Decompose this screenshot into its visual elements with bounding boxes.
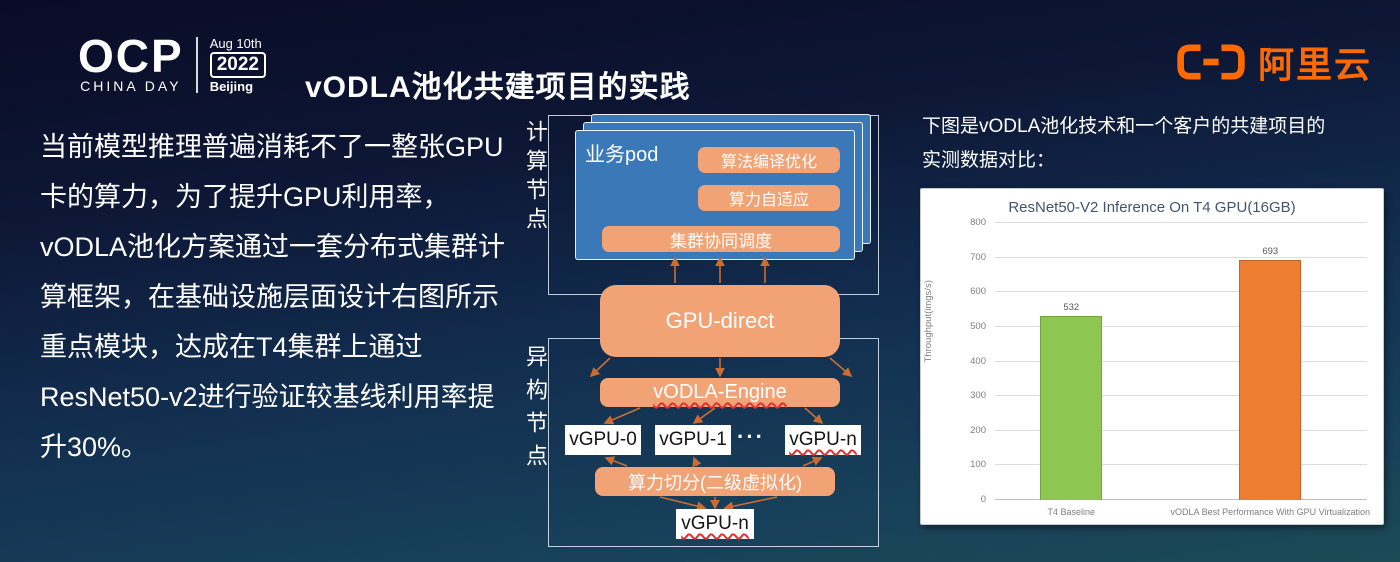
y-tick-label: 700 (970, 251, 986, 263)
x-axis-label: vODLA Best Performance With GPU Virtuali… (1170, 507, 1370, 517)
architecture-diagram: 计算节点 异构节点 业务pod 算法编译优化 算力自适应 集群协同调度 (515, 108, 887, 562)
chart-title: ResNet50-V2 Inference On T4 GPU(16GB) (1008, 199, 1296, 216)
compute-node-label: 计算节点 (523, 120, 548, 236)
module-algo-compile: 算法编译优化 (698, 147, 840, 173)
bottom-vgpu-n-box: vGPU-n (676, 509, 754, 539)
intro-paragraph: 当前模型推理普遍消耗不了一整张GPU卡的算力，为了提升GPU利用率，vODLA池… (40, 132, 506, 462)
chart-caption: 下图是vODLA池化技术和一个客户的共建项目的 实测数据对比： (922, 110, 1325, 178)
benchmark-chart-panel: ResNet50-V2 Inference On T4 GPU(16GB) Th… (920, 188, 1384, 525)
ocp-logo-text: OCP (78, 30, 184, 82)
bar-value-label: 532 (1063, 301, 1080, 313)
event-city: Beijing (209, 79, 254, 94)
gridline: 200 (970, 425, 1367, 436)
alibaba-brackets-icon (1174, 40, 1248, 84)
chart-plot: 0 100 200 300 400 500 600 700 800 532 T4 Baseline 6… (970, 217, 1370, 517)
event-year-badge: 2022 (209, 52, 266, 78)
vodla-engine-label: vODLA-Engine (653, 381, 787, 403)
vodla-engine-box: vODLA-Engine (600, 378, 840, 407)
bar-1: 693 (1239, 246, 1302, 500)
gridline: 600 (970, 286, 1367, 297)
y-tick-label: 400 (970, 355, 986, 367)
y-tick-label: 600 (970, 286, 986, 298)
y-tick-label: 0 (980, 494, 986, 505)
logo-divider (195, 37, 198, 93)
gridline: 0 (981, 494, 1367, 505)
chart-caption-line2: 实测数据对比： (922, 150, 1056, 171)
hetero-node-label: 异构节点 (523, 345, 548, 477)
event-date: Aug 10th (209, 36, 262, 51)
gpu-direct-box: GPU-direct (600, 285, 840, 357)
ellipsis: ··· (737, 424, 765, 449)
y-tick-label: 300 (970, 390, 986, 402)
bottom-vgpu-n-label: vGPU-n (681, 513, 749, 534)
gridline: 100 (970, 459, 1367, 470)
y-tick-label: 500 (970, 320, 986, 332)
gridline: 500 (970, 321, 1367, 332)
compute-slicing-box: 算力切分(二级虚拟化) (595, 467, 835, 496)
vgpu-n-label: vGPU-n (789, 429, 857, 450)
page-title: vODLA池化共建项目的实践 (305, 71, 691, 104)
vgpu-1-box: vGPU-1 (655, 425, 731, 455)
alibaba-cloud-logo: 阿里云 (1174, 36, 1372, 88)
bar-value-label: 693 (1262, 246, 1279, 258)
module-cluster-scheduling: 集群协同调度 (602, 226, 840, 252)
vgpu-0-box: vGPU-0 (565, 425, 641, 455)
event-date-block: Aug 10th 2022 Beijing (209, 36, 266, 94)
x-axis-label: T4 Baseline (1047, 507, 1096, 517)
module-compute-adaptive: 算力自适应 (698, 185, 840, 211)
alibaba-brand-text: 阿里云 (1257, 44, 1372, 85)
y-tick-label: 200 (970, 424, 986, 436)
diagram-arrows (589, 256, 853, 512)
gridline: 800 (970, 217, 1367, 228)
vgpu-n-box: vGPU-n (785, 425, 861, 455)
y-tick-label: 100 (970, 459, 986, 471)
ocp-logo: OCP CHINA DAY Aug 10th 2022 Beijing (78, 30, 266, 94)
gridline: 400 (970, 356, 1367, 367)
ocp-logo-subtext: CHINA DAY (80, 78, 182, 94)
gridline: 300 (970, 390, 1367, 401)
chart-caption-line1: 下图是vODLA池化技术和一个客户的共建项目的 (922, 116, 1326, 137)
y-tick-label: 800 (970, 217, 986, 228)
ocp-logo-wordmark: OCP CHINA DAY (78, 30, 184, 94)
y-axis-title: Throughput(imgs/s) (923, 279, 934, 362)
pod-label: 业务pod (585, 144, 659, 166)
bar-0: 532 (1040, 302, 1103, 500)
gridline: 700 (970, 252, 1367, 263)
